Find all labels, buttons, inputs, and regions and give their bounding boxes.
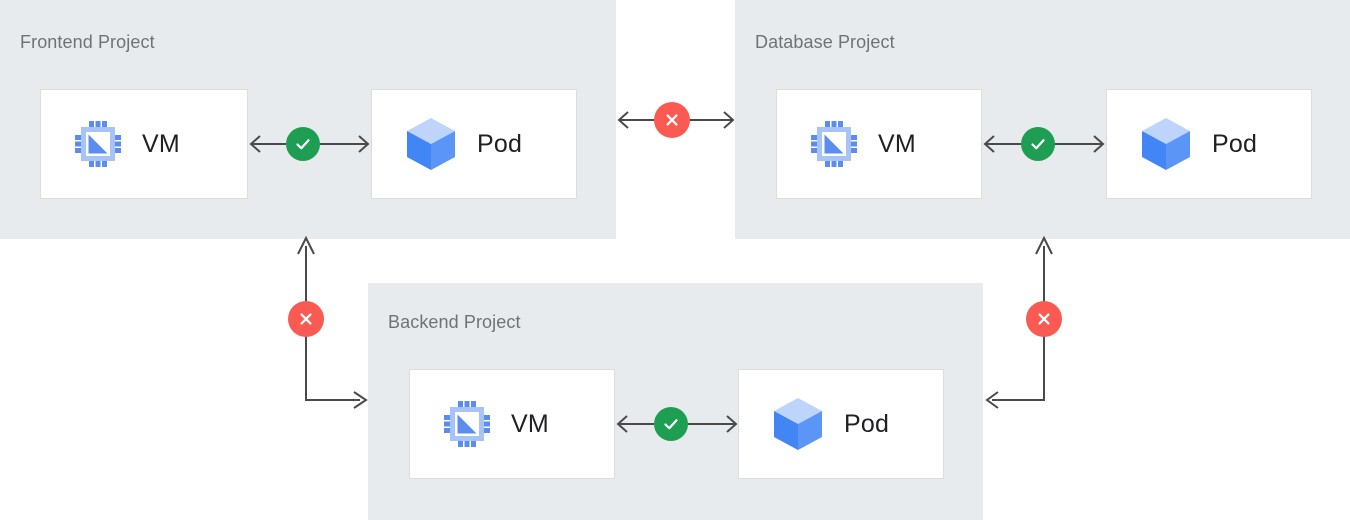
link-backend-vm-pod — [615, 407, 739, 441]
panel-title-backend: Backend Project — [388, 312, 521, 332]
status-badge-allowed-database — [1021, 127, 1055, 161]
resource-label-database-vm: VM — [878, 129, 916, 158]
cross-link-frontend-backend — [288, 232, 378, 412]
check-icon — [664, 419, 678, 430]
panel-title-frontend: Frontend Project — [20, 32, 155, 52]
link-database-vm-pod — [982, 127, 1106, 161]
status-badge-blocked-database-backend — [1026, 301, 1062, 337]
check-icon — [1031, 139, 1045, 150]
cross-icon — [300, 313, 312, 325]
resource-card-backend-pod[interactable]: Pod — [738, 369, 944, 479]
status-badge-blocked-frontend-backend — [288, 301, 324, 337]
panel-title-database: Database Project — [755, 32, 895, 52]
status-badge-blocked-frontend-database — [654, 102, 690, 138]
link-frontend-vm-pod — [248, 127, 371, 161]
vm-cpu-icon — [443, 400, 491, 448]
resource-label-backend-pod: Pod — [844, 409, 890, 438]
resource-card-backend-vm[interactable]: VM — [409, 369, 615, 479]
panel-database-project: Database Project — [735, 0, 1350, 239]
resource-card-database-pod[interactable]: Pod — [1106, 89, 1312, 199]
resource-card-database-vm[interactable]: VM — [776, 89, 982, 199]
pod-cube-icon — [772, 396, 824, 452]
resource-label-backend-vm: VM — [511, 409, 549, 438]
cross-link-frontend-database — [616, 102, 736, 138]
cross-icon — [666, 114, 678, 126]
status-badge-allowed-frontend — [286, 127, 320, 161]
cross-icon — [1038, 313, 1050, 325]
resource-card-frontend-pod[interactable]: Pod — [371, 89, 577, 199]
cross-link-database-backend — [984, 232, 1074, 412]
check-icon — [296, 139, 310, 150]
pod-cube-icon — [405, 116, 457, 172]
vm-cpu-icon — [74, 120, 122, 168]
panel-backend-project: Backend Project — [368, 283, 983, 520]
resource-label-frontend-vm: VM — [142, 129, 180, 158]
pod-cube-icon — [1140, 116, 1192, 172]
resource-label-frontend-pod: Pod — [477, 129, 523, 158]
resource-card-frontend-vm[interactable]: VM — [40, 89, 248, 199]
resource-label-database-pod: Pod — [1212, 129, 1258, 158]
panel-frontend-project: Frontend Project — [0, 0, 616, 239]
vm-cpu-icon — [810, 120, 858, 168]
status-badge-allowed-backend — [654, 407, 688, 441]
